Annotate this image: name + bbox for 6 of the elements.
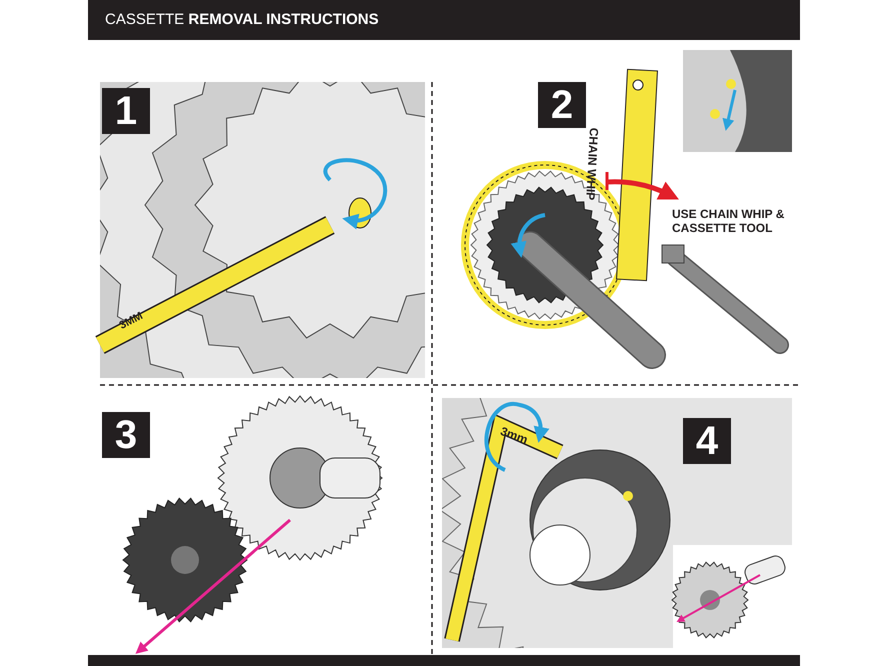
step-number: 3 [102,412,150,458]
step-number: 1 [102,88,150,134]
step-number: 4 [683,418,731,464]
instruction-text: USE CHAIN WHIP & CASSETTE TOOL [672,207,786,236]
step-number: 2 [538,82,586,128]
tool-label: CHAIN WHIP [584,127,600,201]
